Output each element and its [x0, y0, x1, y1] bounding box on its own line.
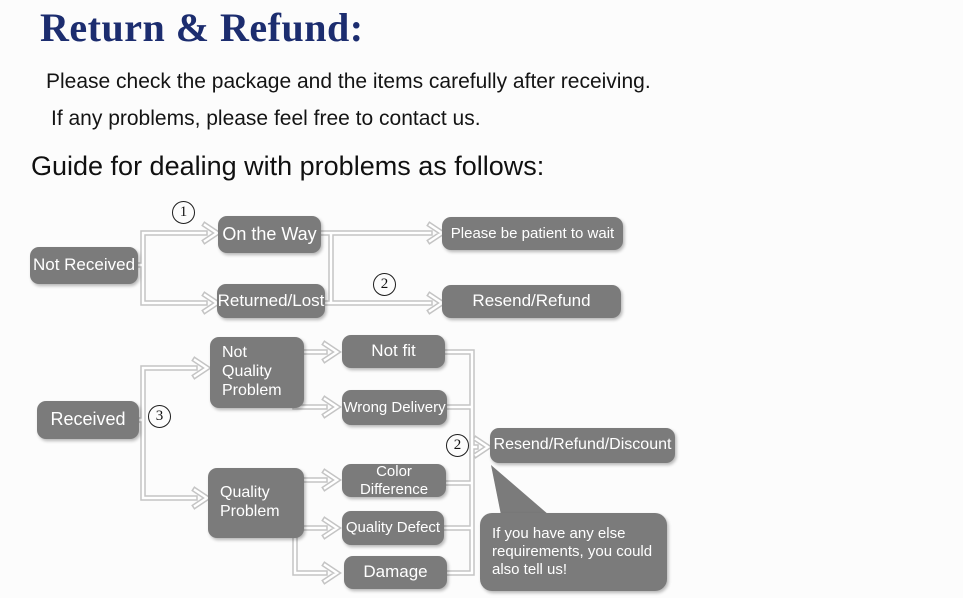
node-quality-defect: Quality Defect: [342, 511, 444, 545]
guide-heading: Guide for dealing with problems as follo…: [31, 151, 545, 181]
node-resend-refund-discount: Resend/Refund/Discount: [490, 428, 675, 463]
step-circle-2-lower: 2: [446, 434, 469, 457]
node-received: Received: [37, 401, 139, 439]
speech-bubble: If you have any else requirements, you c…: [480, 513, 667, 591]
page-title: Return & Refund:: [40, 5, 364, 50]
intro-line-2: If any problems, please feel free to con…: [51, 107, 481, 130]
node-not-received: Not Received: [30, 247, 138, 284]
node-on-the-way: On the Way: [218, 216, 321, 253]
node-not-quality-problem: Not Quality Problem: [210, 337, 304, 408]
node-resend-refund: Resend/Refund: [442, 285, 621, 318]
node-please-be-patient: Please be patient to wait: [442, 217, 623, 250]
node-not-fit: Not fit: [342, 335, 445, 368]
step-circle-2-upper: 2: [373, 273, 396, 296]
step-circle-3: 3: [148, 405, 171, 428]
node-wrong-delivery: Wrong Delivery: [342, 390, 447, 425]
intro-line-1: Please check the package and the items c…: [46, 70, 651, 93]
node-damage: Damage: [344, 556, 447, 589]
node-quality-problem: Quality Problem: [208, 468, 304, 538]
node-returned-lost: Returned/Lost: [217, 284, 325, 318]
node-color-difference: Color Difference: [342, 463, 446, 498]
speech-bubble-tail: [491, 465, 549, 515]
step-circle-1: 1: [172, 201, 195, 224]
